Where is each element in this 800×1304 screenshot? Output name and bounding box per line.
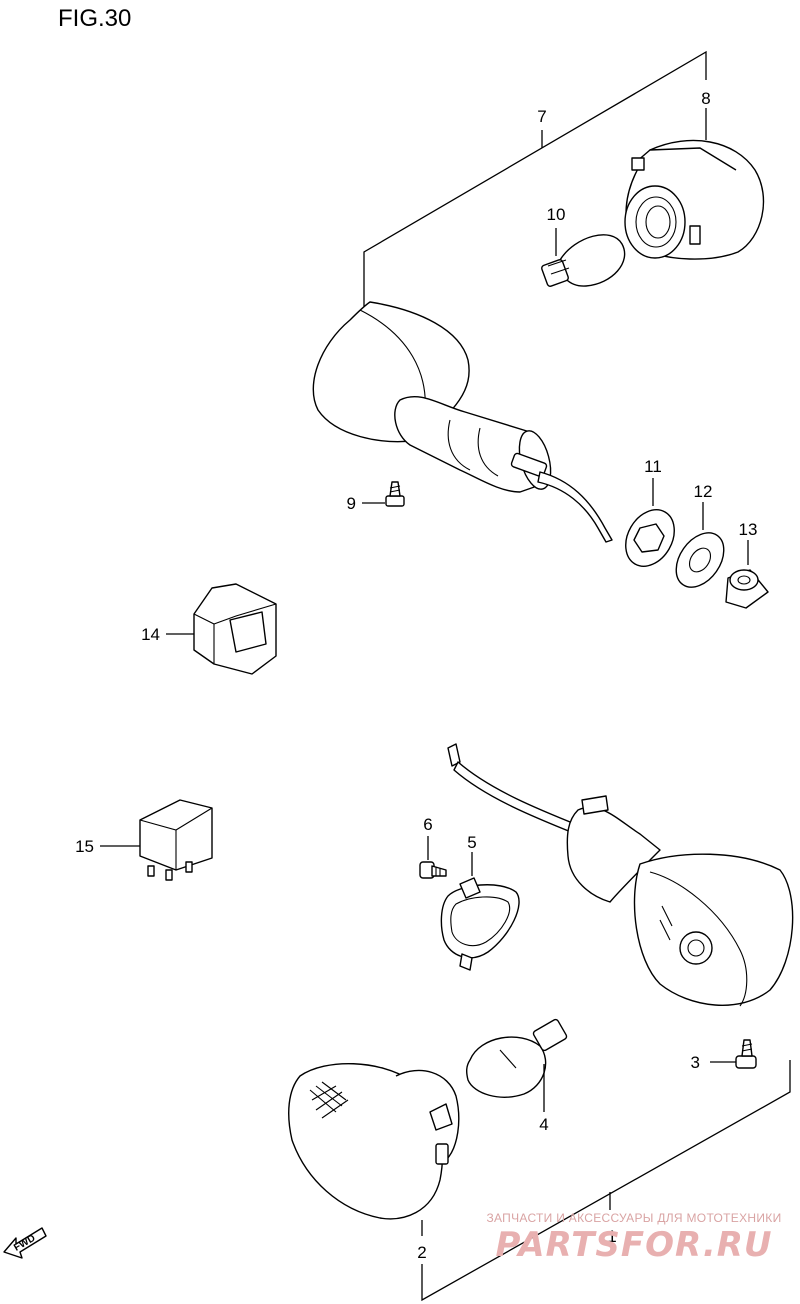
fwd-label: FWD bbox=[12, 1233, 37, 1254]
label-part-5: 5 bbox=[467, 833, 476, 852]
part-11-nut bbox=[625, 478, 675, 567]
watermark-brand: PARTSFOR.RU bbox=[495, 1225, 772, 1265]
label-part-12: 12 bbox=[694, 482, 713, 501]
part-10-bulb bbox=[541, 228, 626, 287]
part-15-relay bbox=[100, 799, 213, 881]
label-part-8: 8 bbox=[701, 89, 710, 108]
label-part-9: 9 bbox=[347, 494, 356, 513]
part-9-screw bbox=[362, 481, 405, 507]
label-part-7: 7 bbox=[537, 107, 546, 126]
label-part-6: 6 bbox=[423, 815, 432, 834]
part-7-turn-signal bbox=[312, 301, 613, 543]
assembly-7-bracket bbox=[363, 50, 707, 312]
watermark-tagline: ЗАПЧАСТИ И АКСЕССУАРЫ ДЛЯ МОТОТЕХНИКИ bbox=[486, 1211, 781, 1225]
label-part-4: 4 bbox=[539, 1115, 548, 1134]
fwd-arrow-icon: FWD bbox=[3, 1227, 47, 1259]
part-4-bulb bbox=[465, 1018, 568, 1112]
part-3-screw bbox=[710, 1039, 757, 1069]
part-1-turn-signal bbox=[447, 743, 794, 1007]
label-part-3: 3 bbox=[691, 1053, 700, 1072]
label-part-15: 15 bbox=[75, 837, 94, 856]
part-14-connector bbox=[166, 583, 277, 675]
label-part-2: 2 bbox=[417, 1243, 426, 1262]
label-part-10: 10 bbox=[547, 205, 566, 224]
label-part-1: 1 bbox=[607, 1227, 616, 1246]
part-6-screw bbox=[419, 836, 447, 879]
part-13-spacer bbox=[725, 540, 769, 609]
part-12-washer bbox=[675, 502, 725, 588]
part-5-gasket bbox=[440, 852, 520, 971]
part-2-lens bbox=[288, 1063, 460, 1236]
figure-title: FIG.30 bbox=[58, 5, 131, 32]
label-part-14: 14 bbox=[141, 625, 160, 644]
label-part-13: 13 bbox=[739, 520, 758, 539]
part-8-lens-housing bbox=[624, 108, 765, 260]
watermark: ЗАПЧАСТИ И АКСЕССУАРЫ ДЛЯ МОТОТЕХНИКИ PA… bbox=[486, 1211, 781, 1265]
assembly-1-bracket bbox=[421, 1060, 791, 1302]
label-part-11: 11 bbox=[644, 457, 662, 476]
part-labels: 1 2 3 4 5 6 7 8 9 10 11 12 13 14 15 bbox=[75, 89, 757, 1262]
